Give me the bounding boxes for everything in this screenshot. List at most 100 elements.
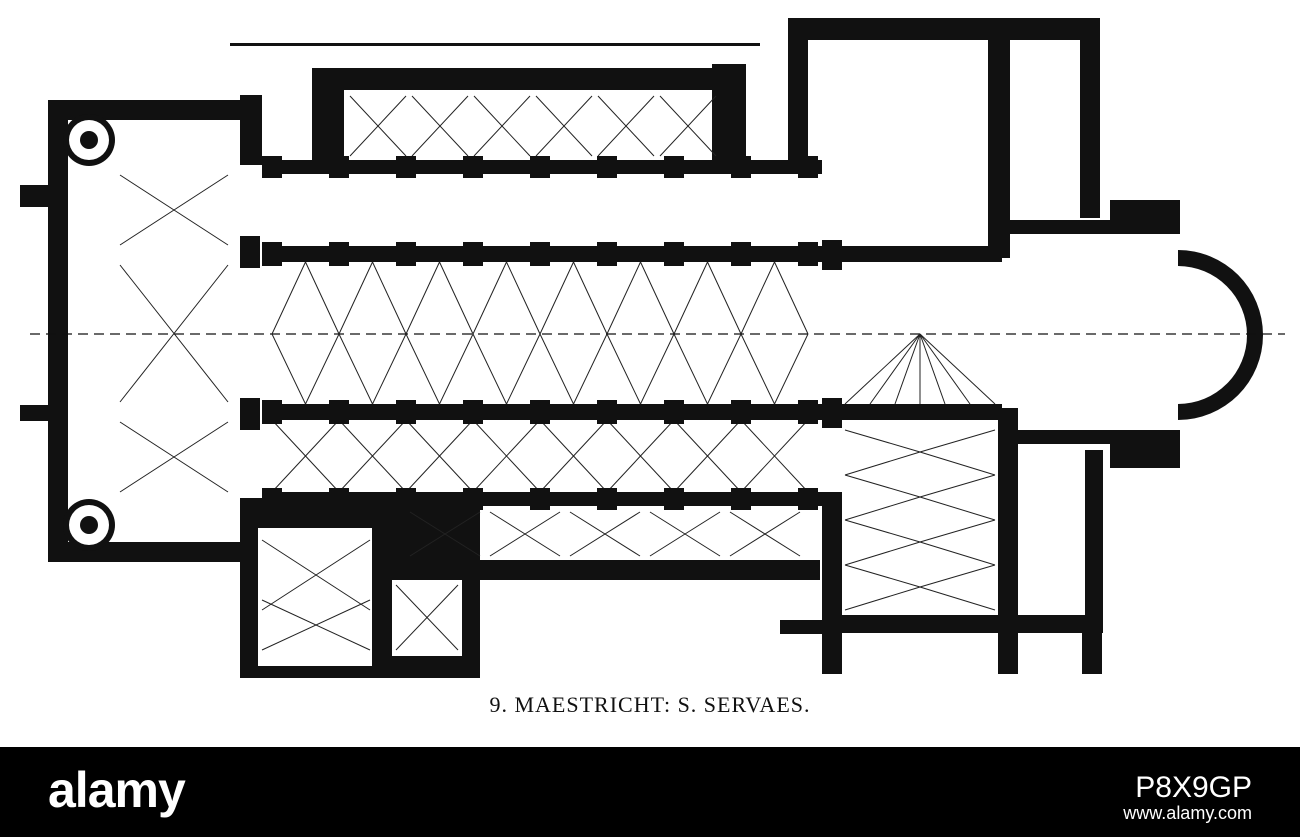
vault-rib	[405, 333, 440, 405]
vault-rib	[411, 95, 469, 157]
south-arcade	[262, 404, 1002, 420]
vault-rib	[573, 333, 608, 405]
nave-pier	[396, 242, 416, 266]
aisle-pier	[463, 156, 483, 178]
vault-rib	[774, 261, 809, 335]
vault-rib	[649, 511, 721, 557]
vault-rib	[372, 261, 407, 335]
vault-rib	[489, 511, 561, 557]
vault-rib	[539, 419, 608, 493]
vault-rib	[439, 333, 474, 405]
aisle-pier	[731, 156, 751, 178]
nave-pier	[262, 242, 282, 266]
vault-rib	[261, 539, 371, 611]
aisle-pier	[597, 488, 617, 510]
vault-rib	[472, 333, 507, 405]
nave-pier	[664, 242, 684, 266]
plan-caption: 9. MAESTRICHT: S. SERVAES.	[489, 692, 811, 717]
nave-pier	[463, 242, 483, 266]
nave-pier	[530, 400, 550, 424]
vault-rib	[673, 261, 708, 335]
vault-rib	[409, 511, 481, 557]
vault-rib	[894, 333, 921, 405]
vault-rib	[119, 174, 229, 246]
north-arcade	[262, 246, 1002, 262]
vault-rib	[774, 333, 809, 405]
vault-rib	[606, 419, 675, 493]
vault-rib	[919, 474, 996, 498]
vault-rib	[844, 586, 921, 611]
vault-rib	[271, 333, 306, 405]
vault-rib	[473, 95, 531, 157]
south-transept-wall	[822, 492, 842, 632]
vault-rib	[535, 95, 593, 157]
aisle-pier	[396, 156, 416, 178]
vault-rib	[573, 261, 608, 335]
vault-rib	[844, 333, 921, 405]
vault-rib	[395, 584, 459, 651]
aisle-pier	[798, 488, 818, 510]
vault-rib	[707, 333, 742, 405]
vault-rib	[119, 264, 229, 403]
vault-rib	[338, 333, 373, 405]
west-wall	[48, 100, 68, 562]
floor-plan-area: 9. MAESTRICHT: S. SERVAES.	[20, 18, 1285, 717]
vault-rib	[349, 95, 407, 157]
nave-pier	[664, 400, 684, 424]
stock-code: P8X9GP	[1135, 771, 1252, 804]
vault-rib	[673, 333, 708, 405]
aisle-pier	[262, 488, 282, 510]
vault-rib	[506, 261, 541, 335]
vault-rib	[119, 421, 229, 493]
vault-rib	[472, 261, 507, 335]
vault-rib	[673, 419, 742, 493]
site-url: www.alamy.com	[1123, 803, 1252, 823]
vault-rib	[919, 541, 996, 566]
vault-rib	[597, 95, 655, 157]
vault-rib	[539, 261, 574, 335]
vault-rib	[405, 419, 474, 493]
vault-rib	[640, 333, 675, 405]
vault-rib	[606, 261, 641, 335]
vault-rib	[740, 261, 775, 335]
nave-pier	[463, 400, 483, 424]
vault-rib	[338, 419, 407, 493]
brand-logo: alamy	[48, 762, 186, 818]
vault-rib	[919, 429, 996, 453]
nave-pier	[798, 400, 818, 424]
nave-pier	[597, 242, 617, 266]
scale-bar	[230, 43, 760, 46]
aisle-pier	[597, 156, 617, 178]
nave-pier	[597, 400, 617, 424]
vault-rib	[271, 261, 306, 335]
vault-rib	[472, 419, 541, 493]
vault-rib	[506, 333, 541, 405]
aisle-pier	[664, 156, 684, 178]
vault-rib	[740, 419, 809, 493]
vault-rib	[919, 451, 996, 476]
vault-rib	[919, 333, 971, 405]
aisle-pier	[530, 156, 550, 178]
vault-rib	[606, 333, 641, 405]
vault-rib	[338, 261, 373, 335]
vault-rib	[919, 586, 996, 611]
nave-pier	[329, 242, 349, 266]
vault-rib	[261, 599, 371, 651]
aisle-pier	[798, 156, 818, 178]
vault-rib	[919, 496, 996, 521]
nave-pier	[798, 242, 818, 266]
vault-rib	[844, 541, 921, 566]
vault-rib	[844, 429, 921, 453]
aisle-pier	[329, 488, 349, 510]
vault-rib	[539, 333, 574, 405]
aisle-pier	[329, 156, 349, 178]
nave-pier	[396, 400, 416, 424]
aisle-pier	[463, 488, 483, 510]
nave-pier	[262, 400, 282, 424]
vault-rib	[372, 333, 407, 405]
apse	[1178, 250, 1263, 420]
vault-rib	[640, 261, 675, 335]
nave-pier	[731, 242, 751, 266]
vault-rib	[844, 496, 921, 521]
vault-rib	[740, 333, 775, 405]
